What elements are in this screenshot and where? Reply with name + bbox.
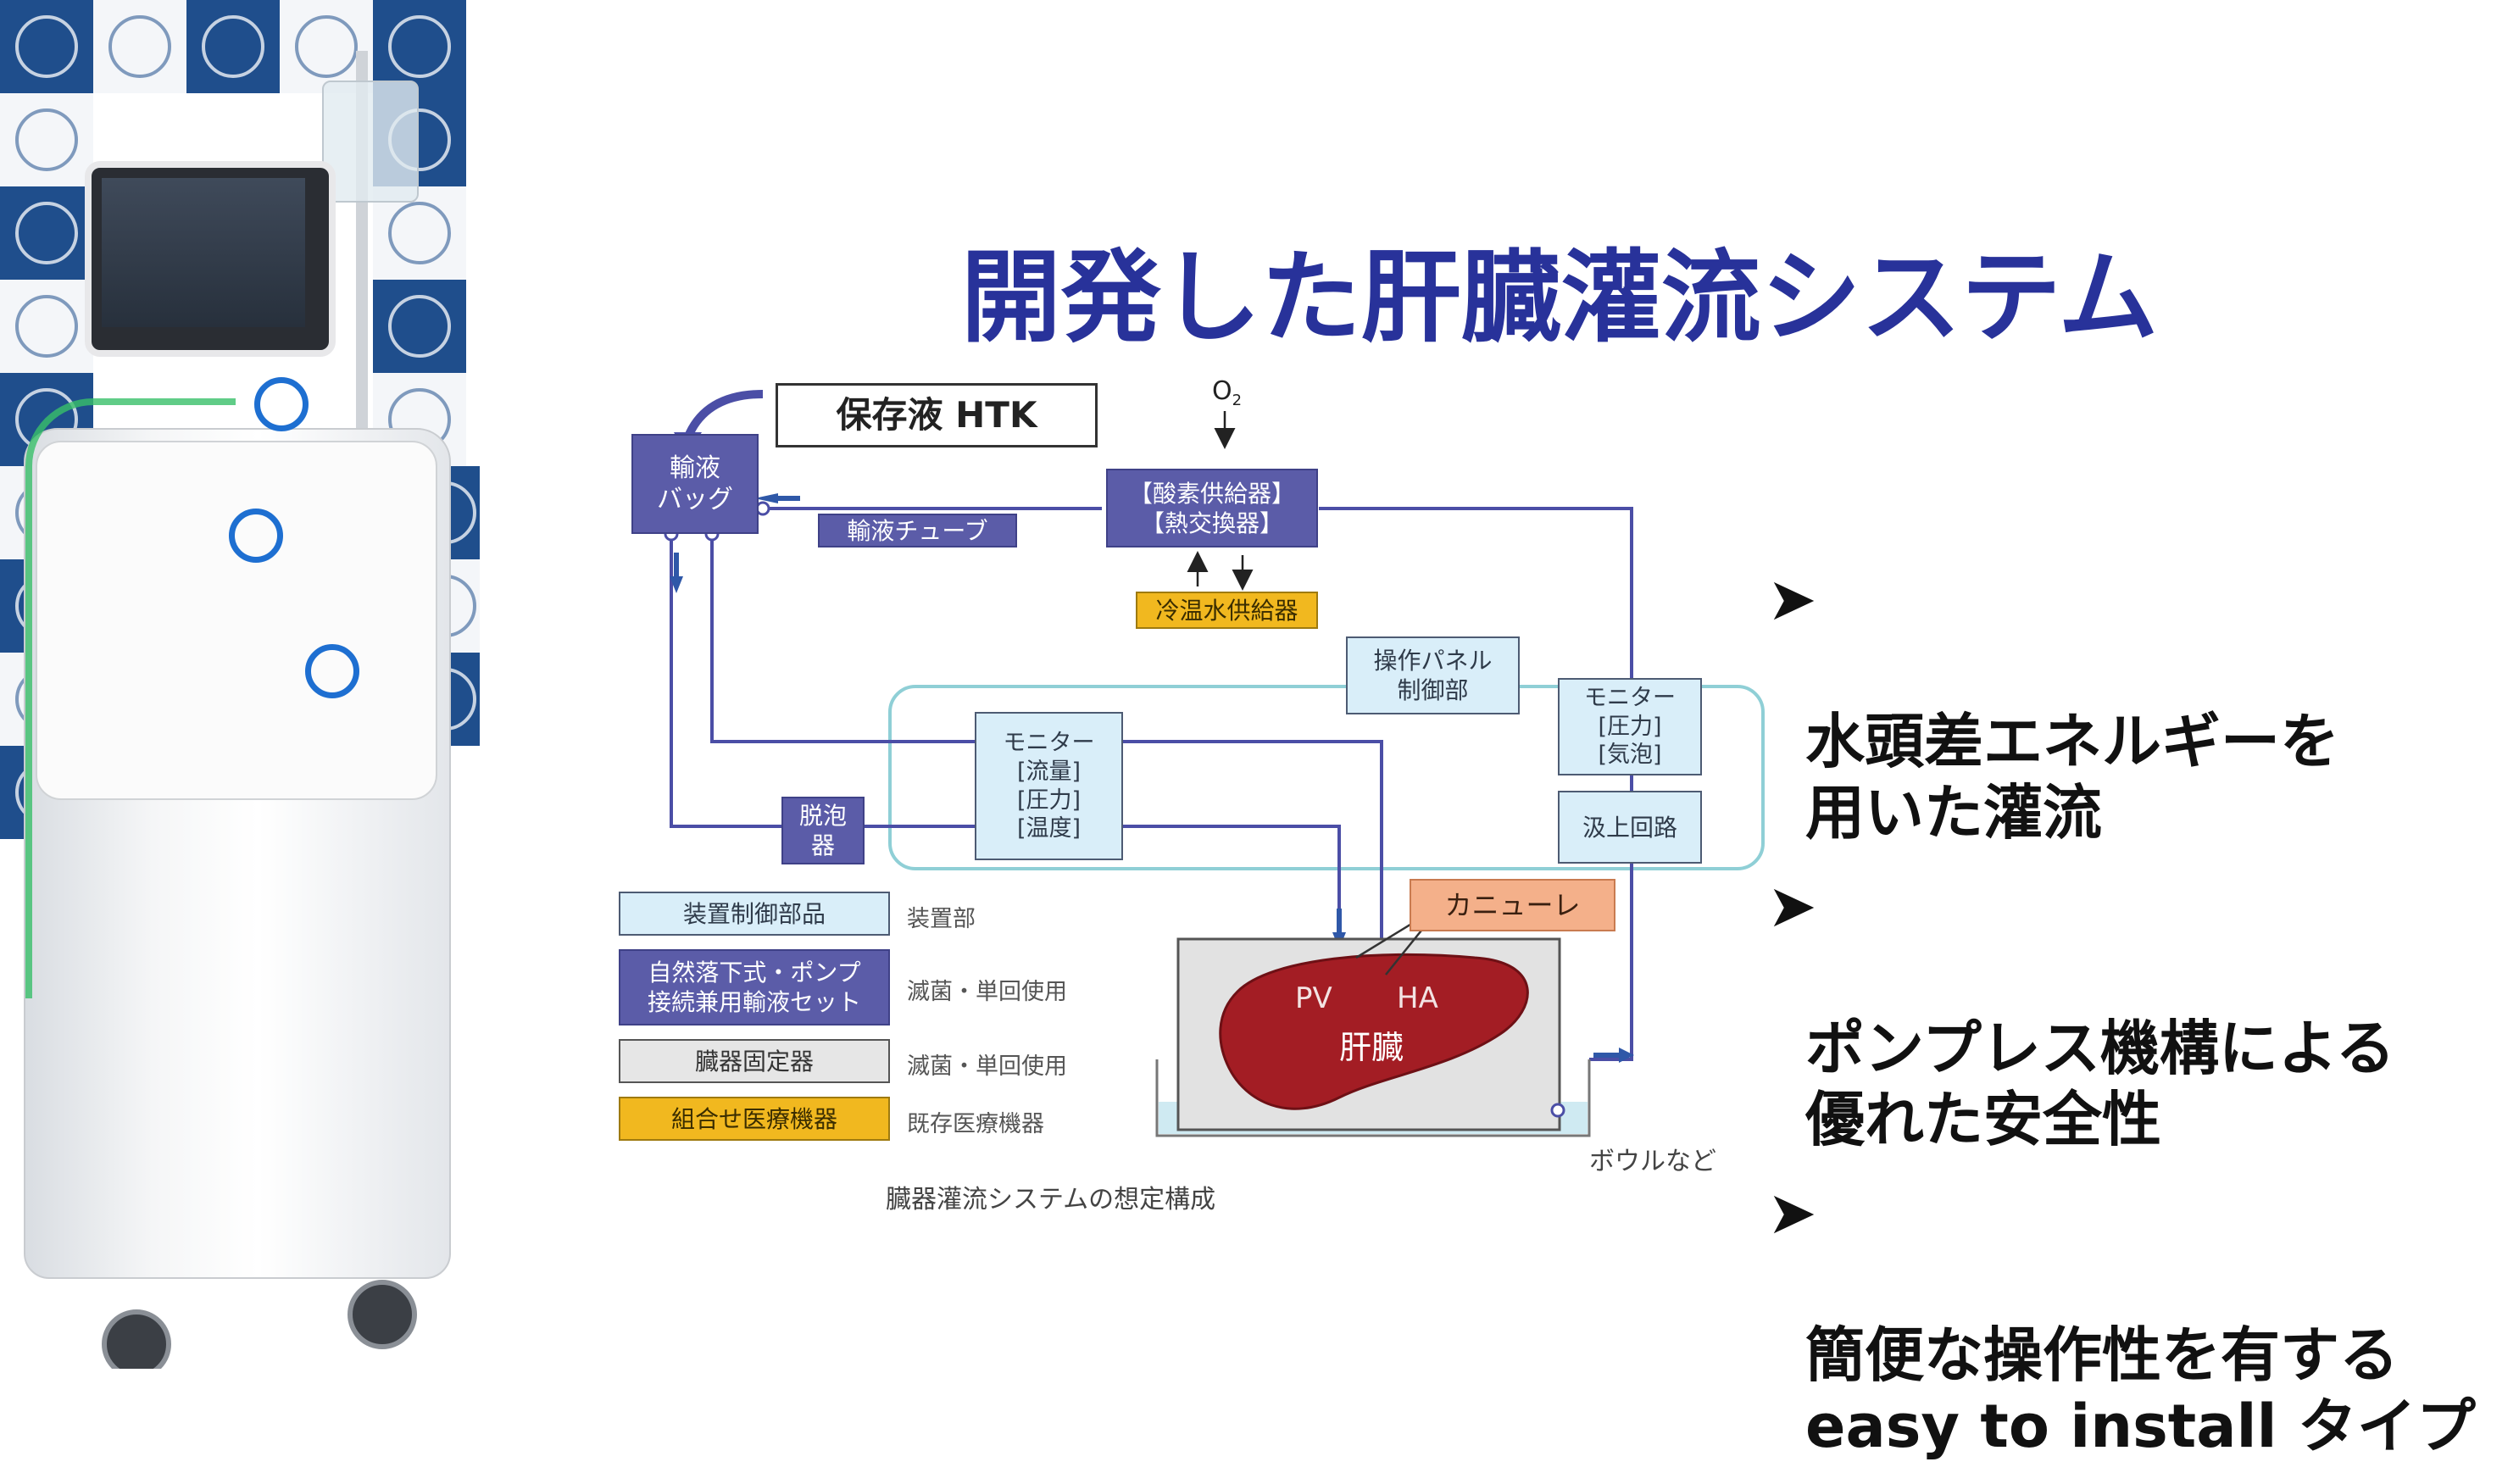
- legend-box-organ-holder: 臓器固定器: [619, 1039, 890, 1083]
- ha-label: HA: [1397, 981, 1438, 1015]
- liver-shape: [1219, 953, 1529, 1110]
- arrow-bullet-icon: ➤: [1767, 1178, 1817, 1248]
- wheel: [348, 1280, 417, 1349]
- defoamer-box: 脱泡 器: [781, 797, 865, 864]
- diagram-caption: 臓器灌流システムの想定構成: [886, 1185, 1216, 1214]
- bowl-label: ボウルなど: [1589, 1147, 1716, 1176]
- pv-label: PV: [1295, 981, 1332, 1015]
- diagram-connections: [664, 390, 1765, 1137]
- perfusion-machine-photo: [0, 0, 480, 1369]
- legend-label-device: 装置部: [907, 906, 976, 932]
- green-tube: [25, 398, 236, 998]
- legend-box-infusion-set: 自然落下式・ポンプ 接続兼用輸液セット: [619, 949, 890, 1025]
- control-panel-box: 操作パネル 制御部: [1346, 636, 1520, 714]
- infusion-tube-label: 輸液チューブ: [818, 514, 1017, 547]
- legend-box-device: 装置制御部品: [619, 892, 890, 936]
- cannula-box: カニューレ: [1410, 879, 1615, 931]
- monitoring-region: [888, 685, 1765, 870]
- flow-arrow-left: [754, 493, 778, 503]
- legend-label-infusion-set: 滅菌・単回使用: [907, 979, 1067, 1005]
- connector-ring: [254, 377, 309, 431]
- bullet-item: ➤ 簡便な操作性を有する easy to install タイプ: [1767, 1177, 2513, 1462]
- legend-label-combined-device: 既存医療機器: [907, 1111, 1044, 1137]
- infusion-bag-photo: [322, 81, 419, 203]
- infusion-bag-box: 輸液 バッグ: [631, 434, 759, 534]
- bullet-text: ポンプレス機構による 優れた安全性: [1805, 1014, 2395, 1154]
- backdrop-logo-tile: [0, 0, 93, 93]
- perfusion-system-diagram: 保存液 HTK O2 輸液 バッグ 輸液チューブ 【酸素供給器】 【熱交換器】 …: [593, 364, 1780, 1229]
- backdrop-logo-tile: [186, 0, 280, 93]
- feature-bullets: ➤ 水頭差エネルギーを 用いた灌流 ➤ ポンプレス機構による 優れた安全性 ➤ …: [1767, 564, 2513, 1484]
- oxygenator-heat-exchanger-box: 【酸素供給器】 【熱交換器】: [1106, 469, 1318, 547]
- backdrop-logo-tile: [373, 0, 466, 93]
- page-title: 開発した肝臓灌流システム: [960, 239, 2159, 356]
- bullet-text: 簡便な操作性を有する easy to install タイプ: [1805, 1320, 2476, 1461]
- arrow-bullet-icon: ➤: [1767, 871, 1817, 941]
- cooling-water-supply-box: 冷温水供給器: [1136, 592, 1318, 629]
- pump-circuit-box: 汲上回路: [1558, 791, 1702, 864]
- backdrop-logo-tile: [93, 0, 186, 93]
- legend-label-organ-holder: 滅菌・単回使用: [907, 1053, 1067, 1080]
- connector-ring: [305, 644, 359, 698]
- bullet-item: ➤ 水頭差エネルギーを 用いた灌流: [1767, 564, 2513, 848]
- monitor-flow-box: モニター [流量] [圧力] [温度]: [975, 712, 1123, 860]
- oxygen-label: O2: [1212, 376, 1243, 409]
- bullet-text: 水頭差エネルギーを 用いた灌流: [1805, 707, 2339, 848]
- bullet-item: ➤ ポンプレス機構による 優れた安全性: [1767, 870, 2513, 1155]
- htk-solution-box: 保存液 HTK: [776, 383, 1098, 447]
- connector-ring: [229, 509, 283, 563]
- machine-panel: [36, 441, 437, 800]
- arrow-bullet-icon: ➤: [1767, 564, 1817, 634]
- legend-box-combined-device: 組合せ医療機器: [619, 1097, 890, 1141]
- wheel: [102, 1309, 171, 1369]
- monitor-pressure-bubble-box: モニター [圧力] [気泡]: [1558, 678, 1702, 775]
- backdrop-logo-tile: [280, 0, 373, 93]
- liver-label: 肝臓: [1339, 1029, 1404, 1066]
- touchscreen-monitor: [85, 161, 336, 357]
